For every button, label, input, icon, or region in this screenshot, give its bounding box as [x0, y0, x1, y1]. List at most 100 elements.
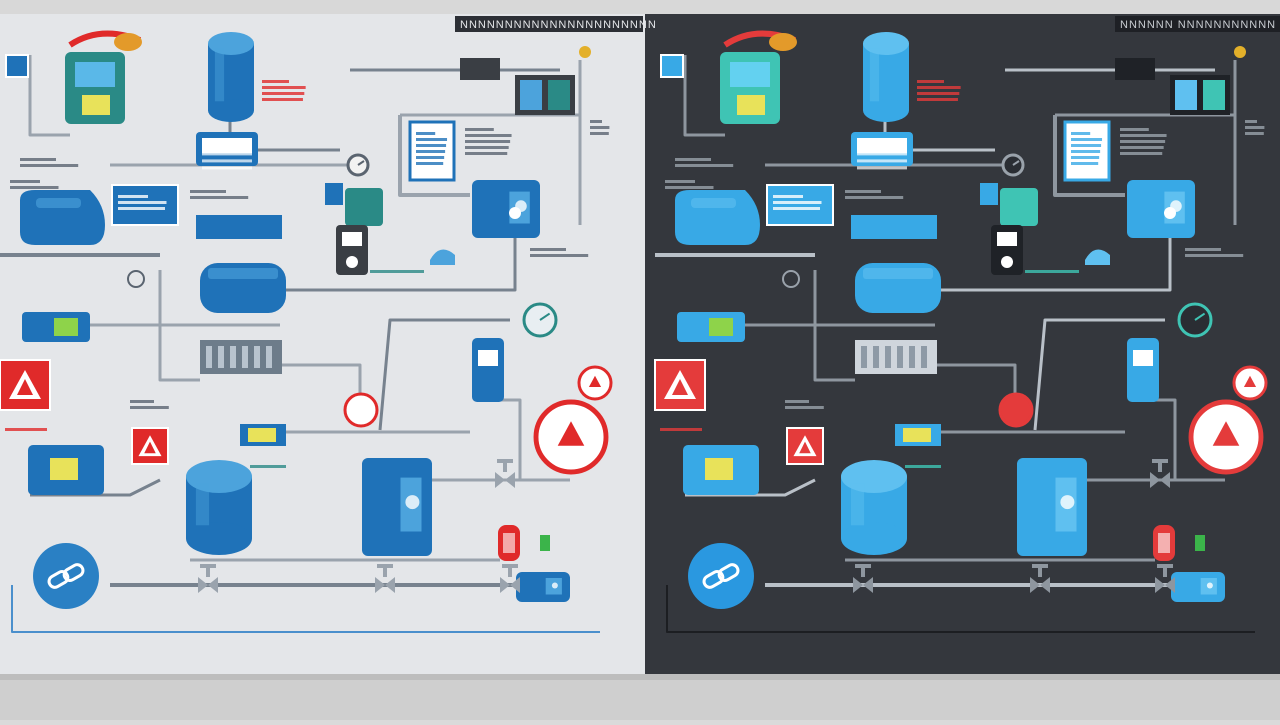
label-stroke: [1071, 132, 1091, 135]
exchanger-fin: [861, 346, 867, 368]
label-far-right: [1245, 120, 1265, 135]
inline-meter-screen: [903, 428, 931, 442]
sensor-window: [1133, 350, 1153, 366]
cabinet-indicator: [82, 95, 110, 115]
valve-body: [198, 577, 218, 593]
label-stroke: [118, 207, 165, 210]
header-device: [1115, 58, 1155, 80]
valve-body: [500, 577, 520, 593]
cabinet-screen: [857, 138, 907, 154]
chain-link-b: [717, 563, 740, 582]
label-stroke: [20, 158, 56, 161]
label-stroke: [590, 126, 610, 129]
label-stroke: [785, 406, 824, 409]
label-stroke: [20, 164, 79, 167]
valve-stem: [383, 567, 387, 577]
tank-highlight: [36, 198, 81, 208]
label-stroke: [590, 132, 609, 135]
warning-inner: [799, 441, 811, 454]
label-left-bottom: [130, 400, 169, 409]
warning-inner: [17, 379, 33, 395]
cabinet-screen: [520, 80, 542, 110]
valve-bottom-1: [198, 564, 218, 593]
valve-bottom-3: [500, 564, 520, 593]
pump-c: [516, 572, 570, 602]
pipe-line: [910, 363, 1017, 395]
label-stroke: [465, 146, 509, 149]
label-stroke: [1071, 150, 1101, 153]
green-valve-assembly: [1000, 188, 1038, 226]
control-cabinet-center: [196, 132, 258, 170]
valve-handwheel: [1157, 564, 1173, 568]
gauge-needle: [1194, 312, 1206, 321]
warning-circle-triangle: [557, 421, 585, 446]
pipe-line: [1053, 115, 1125, 197]
valve-bottom-1: [853, 564, 873, 593]
label-stroke: [416, 150, 446, 153]
label-green: [1025, 270, 1079, 273]
label-stroke: [465, 140, 511, 143]
link-chain-icon: [688, 543, 754, 609]
label-lower-green: [905, 465, 941, 468]
gauge-needle: [357, 160, 365, 166]
valve-handwheel: [377, 564, 393, 568]
flow-indicator: [1085, 249, 1110, 265]
pipe-line: [683, 55, 725, 137]
cabinet-screen: [730, 62, 770, 87]
label-stroke: [1245, 132, 1264, 135]
bottom-shadow: [0, 674, 1280, 720]
valve-stem: [1163, 567, 1167, 577]
warning-sign-left: [654, 359, 706, 411]
label-lower-green: [250, 465, 286, 468]
label-left-mid: [665, 180, 714, 189]
display-panel-left: [111, 184, 179, 226]
label-stroke: [773, 195, 803, 198]
cabinet-line: [202, 166, 252, 170]
chain-link-a: [47, 570, 70, 589]
pipe-line: [28, 55, 70, 137]
pump-shaft: [1060, 495, 1075, 510]
valve-gauge: [495, 459, 515, 488]
exchanger-fin: [242, 346, 248, 368]
cabinet-screen: [548, 80, 570, 110]
warning-sign-mid: [786, 427, 824, 465]
valve-stem: [206, 567, 210, 577]
horizontal-tank-mid: [855, 263, 941, 313]
pipe-line: [11, 585, 600, 633]
green-tag: [1195, 535, 1205, 551]
link-chain-icon-circle: [33, 543, 99, 609]
pump-b: [362, 458, 432, 556]
pipe-line: [398, 115, 470, 197]
valve-stem: [1038, 567, 1042, 577]
vertical-tank-top: [863, 32, 909, 122]
cabinet-screen: [1175, 80, 1197, 110]
green-valve-assembly: [345, 188, 383, 226]
label-stroke: [1071, 144, 1102, 147]
valve-bottom-3: [1155, 564, 1175, 593]
light-header-text: NNNNNNNNNNNNNNNNNNNNNN: [460, 19, 657, 31]
blue-label-bar: [851, 215, 937, 239]
tank-top: [186, 460, 252, 493]
label-left-top: [20, 158, 79, 167]
warning-sign-right-large: [533, 399, 609, 475]
label-stroke: [675, 158, 711, 161]
label-stroke: [130, 400, 154, 403]
label-stroke: [1025, 270, 1079, 273]
exchanger-fin: [873, 346, 879, 368]
label-stroke: [917, 98, 958, 101]
alarm-icon: [782, 270, 800, 288]
label-stroke: [190, 190, 226, 193]
dark-header-bar: [1115, 16, 1280, 32]
horizontal-tank-mid: [200, 263, 286, 313]
label-stroke: [10, 186, 59, 189]
label-warning: [660, 428, 702, 431]
tank-bottom: [186, 522, 252, 555]
filter-icon: [660, 54, 684, 78]
label-stroke: [262, 80, 289, 83]
display-panel-lines: [773, 195, 822, 210]
pipe-line: [378, 318, 510, 431]
pump-a: [1127, 180, 1195, 238]
pump-eye: [1164, 207, 1176, 219]
label-stroke: [1120, 134, 1167, 137]
